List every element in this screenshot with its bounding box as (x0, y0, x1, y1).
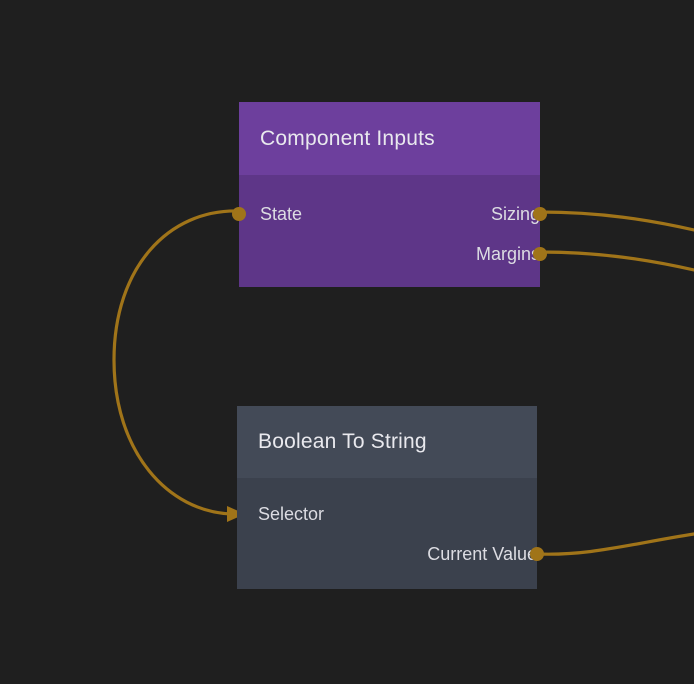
node-header[interactable]: Component Inputs (239, 102, 540, 175)
node-header[interactable]: Boolean To String (237, 406, 537, 478)
port-row-input-selector[interactable]: Selector (237, 503, 558, 525)
node-title: Component Inputs (260, 126, 435, 150)
port-row-input-state[interactable]: State (239, 203, 561, 225)
port-row-output-margins[interactable]: Margins (239, 243, 561, 265)
port-row-output-current-value[interactable]: Current Value (237, 543, 558, 565)
port-label-margins: Margins (475, 243, 540, 264)
node-title: Boolean To String (258, 430, 427, 453)
port-dot-current-value[interactable] (530, 547, 544, 561)
port-label-current-value: Current Value (427, 543, 537, 564)
port-dot-margins[interactable] (533, 247, 547, 261)
edge-margins-out (538, 250, 694, 272)
node-body: Selector Current Value (237, 478, 544, 589)
edge-state-to-selector (112, 209, 241, 516)
port-label-state: State (260, 203, 303, 224)
port-dot-sizing[interactable] (533, 207, 547, 221)
port-row-output-sizing[interactable]: Sizing (239, 203, 561, 225)
port-dot-state[interactable] (232, 207, 246, 221)
port-label-selector: Selector (258, 503, 325, 524)
node-component-inputs[interactable]: Component Inputs State Sizing Margins (232, 102, 547, 287)
node-boolean-to-string[interactable]: Boolean To String Selector Current Value (237, 406, 544, 589)
node-body: State Sizing Margins (232, 175, 547, 287)
edge-current-value-out (535, 532, 694, 556)
edge-sizing-out (538, 210, 694, 232)
port-label-sizing: Sizing (490, 203, 540, 224)
